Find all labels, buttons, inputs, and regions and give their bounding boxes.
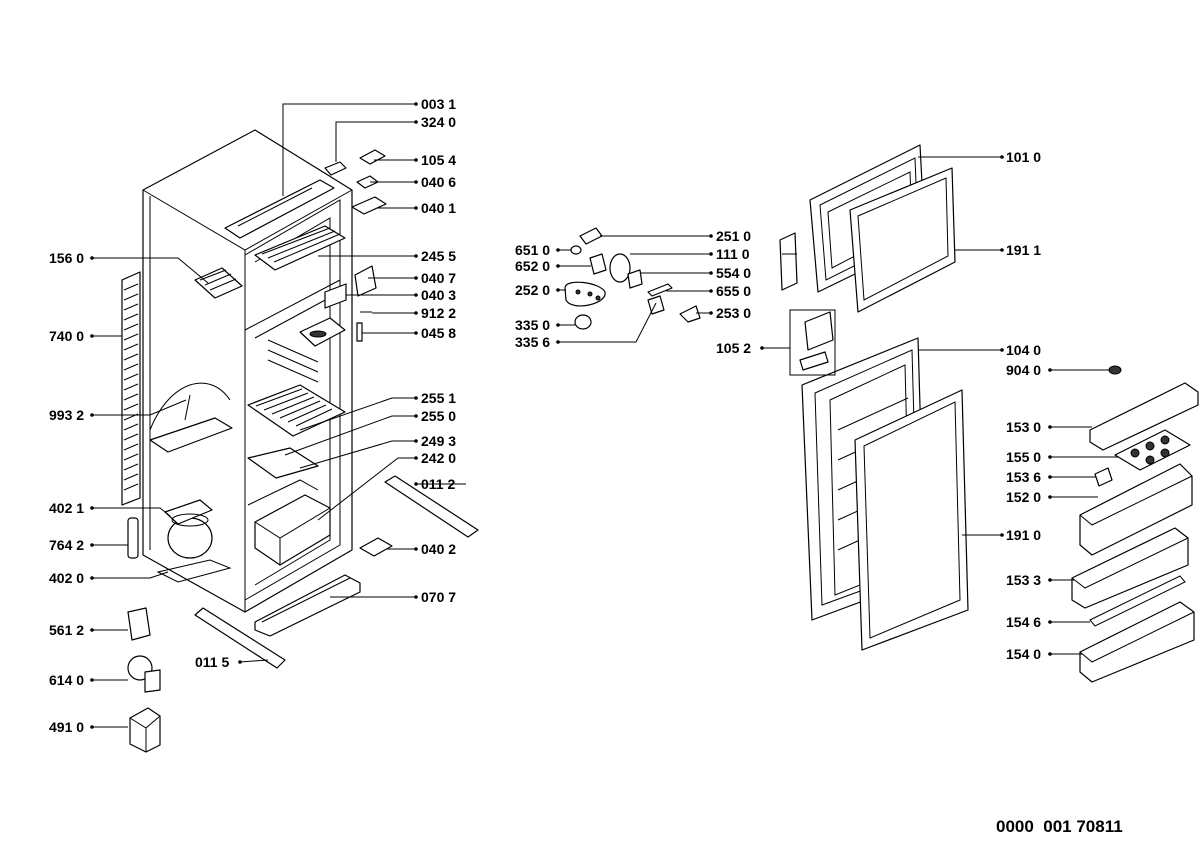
part-label: 191 0 xyxy=(1006,527,1041,543)
part-label: 011 5 xyxy=(195,654,229,670)
part-label: 764 2 xyxy=(49,537,84,553)
part-label: 335 0 xyxy=(515,317,550,333)
part-label: 040 6 xyxy=(421,174,456,190)
part-label: 191 1 xyxy=(1006,242,1041,258)
part-label: 655 0 xyxy=(716,283,751,299)
part-label: 554 0 xyxy=(716,265,751,281)
part-label: 335 6 xyxy=(515,334,550,350)
part-label: 402 1 xyxy=(49,500,84,516)
part-label: 155 0 xyxy=(1006,449,1041,465)
part-label: 153 3 xyxy=(1006,572,1041,588)
part-label: 111 0 xyxy=(716,246,750,262)
part-label: 402 0 xyxy=(49,570,84,586)
part-label: 070 7 xyxy=(421,589,456,605)
part-label: 255 0 xyxy=(421,408,456,424)
part-label: 491 0 xyxy=(49,719,84,735)
part-label: 040 3 xyxy=(421,287,456,303)
part-label: 651 0 xyxy=(515,242,550,258)
part-label: 324 0 xyxy=(421,114,456,130)
part-label: 101 0 xyxy=(1006,149,1041,165)
light-assembly-drawing xyxy=(564,227,701,330)
doors-drawing xyxy=(779,144,1199,683)
part-label: 104 0 xyxy=(1006,342,1041,358)
part-label: 105 4 xyxy=(421,152,456,168)
part-label: 253 0 xyxy=(716,305,751,321)
part-label: 242 0 xyxy=(421,450,456,466)
leader-lines xyxy=(92,103,1118,728)
part-label: 040 2 xyxy=(421,541,456,557)
part-label: 993 2 xyxy=(49,407,84,423)
part-label: 153 0 xyxy=(1006,419,1041,435)
part-label: 252 0 xyxy=(515,282,550,298)
part-label: 156 0 xyxy=(49,250,84,266)
part-label: 154 6 xyxy=(1006,614,1041,630)
part-label: 652 0 xyxy=(515,258,550,274)
part-label: 011 2 xyxy=(421,476,455,492)
part-label: 249 3 xyxy=(421,433,456,449)
part-label: 245 5 xyxy=(421,248,456,264)
part-label: 740 0 xyxy=(49,328,84,344)
part-label: 614 0 xyxy=(49,672,84,688)
part-label: 251 0 xyxy=(716,228,751,244)
part-label: 003 1 xyxy=(421,96,456,112)
part-label: 561 2 xyxy=(49,622,84,638)
part-label: 040 7 xyxy=(421,270,456,286)
leader-dots xyxy=(90,102,1052,729)
part-label: 153 6 xyxy=(1006,469,1041,485)
part-label: 154 0 xyxy=(1006,646,1041,662)
part-label: 105 2 xyxy=(716,340,751,356)
part-labels: 003 1 324 0 105 4 040 6 040 1 245 5 040 … xyxy=(49,96,1041,735)
document-number: 0000 001 70811 xyxy=(996,817,1123,836)
cabinet-drawing xyxy=(121,129,479,753)
part-label: 040 1 xyxy=(421,200,456,216)
part-label: 912 2 xyxy=(421,305,456,321)
part-label: 045 8 xyxy=(421,325,456,341)
part-label: 152 0 xyxy=(1006,489,1041,505)
part-label: 255 1 xyxy=(421,390,456,406)
part-label: 904 0 xyxy=(1006,362,1041,378)
